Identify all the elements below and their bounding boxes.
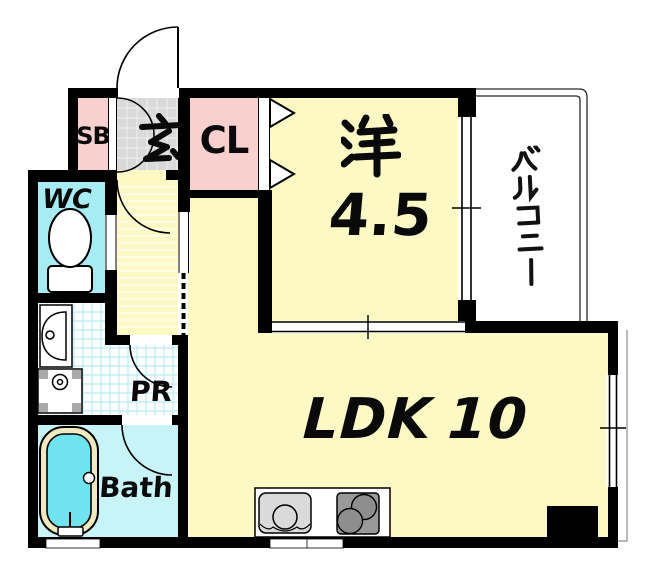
genkan-label [138, 112, 184, 166]
genkan-hall-door [116, 179, 171, 234]
kitchen-vent [269, 538, 344, 549]
cl-floor [190, 98, 258, 190]
bath-window [45, 538, 101, 549]
sb-label: SB [76, 122, 111, 150]
kitchen-sink [258, 492, 312, 534]
pr-label: PR [128, 375, 174, 408]
pillar [547, 506, 598, 537]
bathtub [39, 426, 99, 537]
pr-door [129, 344, 173, 388]
balcony-window [452, 117, 481, 300]
closet-folding-doors [258, 97, 296, 190]
wc-label: WC [42, 184, 92, 215]
bottom-wall-insets [45, 538, 344, 549]
bath-door [121, 424, 173, 476]
western-room-floor [258, 98, 476, 322]
western-room-size-label: 4.5 [326, 181, 435, 249]
gas-stove [336, 492, 380, 535]
room-divider-sliding-door [272, 315, 465, 339]
kitchen-counter [254, 487, 391, 538]
ldk-size-label: 10 [446, 387, 530, 452]
hall-flooring-stripes [117, 186, 178, 328]
bath-label: Bath [98, 471, 174, 504]
western-room-label [339, 112, 402, 182]
entrance-door [116, 26, 180, 98]
hall-floor [117, 170, 178, 335]
washing-machine-pan [37, 368, 83, 414]
ldk-arm-floor [188, 198, 258, 333]
toilet [47, 208, 93, 293]
ldk-label-text: LDK [301, 387, 434, 452]
hall-ldk-doorway [178, 212, 190, 335]
wc-door-opening [105, 215, 117, 270]
exterior-edge-line [618, 330, 628, 542]
washbasin [39, 304, 73, 368]
side-window [600, 375, 626, 487]
balcony-outline [476, 88, 588, 323]
balcony-label [508, 144, 550, 293]
cl-label: CL [199, 119, 250, 162]
tub-knob [82, 471, 96, 485]
sb-floor [78, 98, 108, 170]
